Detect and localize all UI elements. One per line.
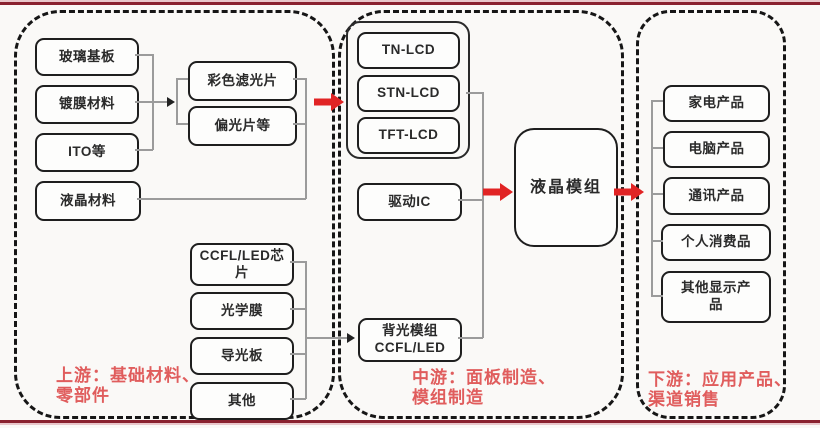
flow-arrow-to-lcd-module-icon [483,183,513,201]
node-computer-products: 电脑产品 [663,131,770,168]
connector-line [176,78,188,80]
node-polarizer: 偏光片等 [188,106,297,146]
connector-line [290,308,306,310]
connector-line [135,54,153,56]
node-ito: ITO等 [35,133,139,172]
connector-line [135,101,167,103]
downstream-container [636,10,786,419]
node-lcd-material: 液晶材料 [35,181,141,221]
midstream-label: 中游：面板制造、 模组制造 [412,368,556,408]
connector-line [651,295,663,297]
node-communication-products: 通讯产品 [663,177,770,215]
node-coating-material: 镀膜材料 [35,85,139,124]
connector-line [458,337,483,339]
connector-line [651,240,663,242]
connector-line [651,193,663,195]
node-driver-ic: 驱动IC [357,183,462,221]
connector-line [293,123,306,125]
node-personal-consumer: 个人消费品 [661,224,771,261]
connector-line [651,100,663,102]
connector-line [176,123,188,125]
arrowhead-icon [347,333,355,343]
node-optical-film: 光学膜 [190,292,294,330]
node-glass-substrate: 玻璃基板 [35,38,139,76]
connector-line [290,398,306,400]
downstream-label: 下游：应用产品、 渠道销售 [648,370,792,410]
node-color-filter: 彩色滤光片 [188,61,297,101]
node-backlight-module: 背光模组 CCFL/LED [358,318,462,362]
node-tn-lcd: TN-LCD [357,32,460,69]
connector-line [290,261,306,263]
connector-line [305,78,307,199]
connector-line [137,198,306,200]
arrowhead-icon [167,97,175,107]
upstream-container [14,10,335,419]
connector-line [290,353,306,355]
connector-line [651,147,663,149]
node-lcd-module: 液晶模组 [514,128,618,247]
midstream-container [338,10,624,419]
upstream-label: 上游：基础材料、 零部件 [56,366,200,406]
node-other-display: 其他显示产 品 [661,271,771,323]
lcd-panel-group [346,21,470,159]
connector-line [651,100,653,296]
connector-line [176,78,178,124]
flow-arrow-midstream-to-downstream-icon [614,183,644,201]
top-divider-line [0,2,820,5]
node-light-guide-plate: 导光板 [190,337,294,375]
connector-line [305,337,347,339]
node-home-appliance: 家电产品 [663,85,770,122]
node-ccfl-led-chip: CCFL/LED芯 片 [190,243,294,286]
connector-line [293,78,306,80]
flow-arrow-upstream-to-midstream-icon [314,93,344,111]
connector-line [305,261,307,399]
connector-line [135,149,153,151]
node-other: 其他 [190,382,294,420]
node-tft-lcd: TFT-LCD [357,117,460,154]
connector-line [466,92,483,94]
node-stn-lcd: STN-LCD [357,75,460,112]
connector-line [458,199,483,201]
bottom-divider-line [0,420,820,423]
connector-line [482,92,484,338]
